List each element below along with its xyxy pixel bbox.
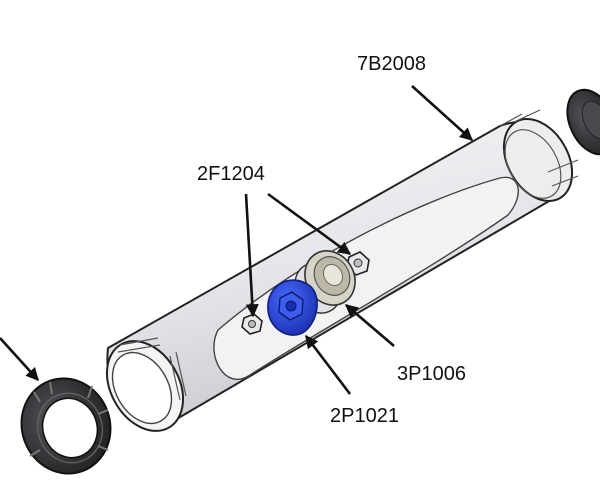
- leader-2f1204-a: [244, 193, 259, 318]
- blue-cap-part-2p1021: [267, 279, 318, 336]
- tube-right-collar: [499, 109, 579, 202]
- label-2f1204: 2F1204: [197, 163, 265, 185]
- leader-7b2008: [411, 85, 473, 141]
- label-2p1021: 2P1021: [330, 405, 399, 427]
- leader-nut: [0, 337, 39, 381]
- label-7b2008: 7B2008: [357, 53, 426, 75]
- tube-left-opening: [106, 337, 187, 432]
- part-labels: 7B2008 2F1204 3P1006 2P1021: [197, 53, 466, 427]
- leader-2p1021: [304, 334, 352, 395]
- threaded-nut-left: [20, 377, 112, 475]
- leader-2f1204-b: [267, 192, 352, 256]
- gray-cap-part-3p1006: [304, 250, 356, 306]
- end-cap-right: [566, 88, 600, 156]
- leader-3p1006: [345, 304, 395, 347]
- label-3p1006: 3P1006: [397, 363, 466, 385]
- leader-lines: [0, 85, 473, 395]
